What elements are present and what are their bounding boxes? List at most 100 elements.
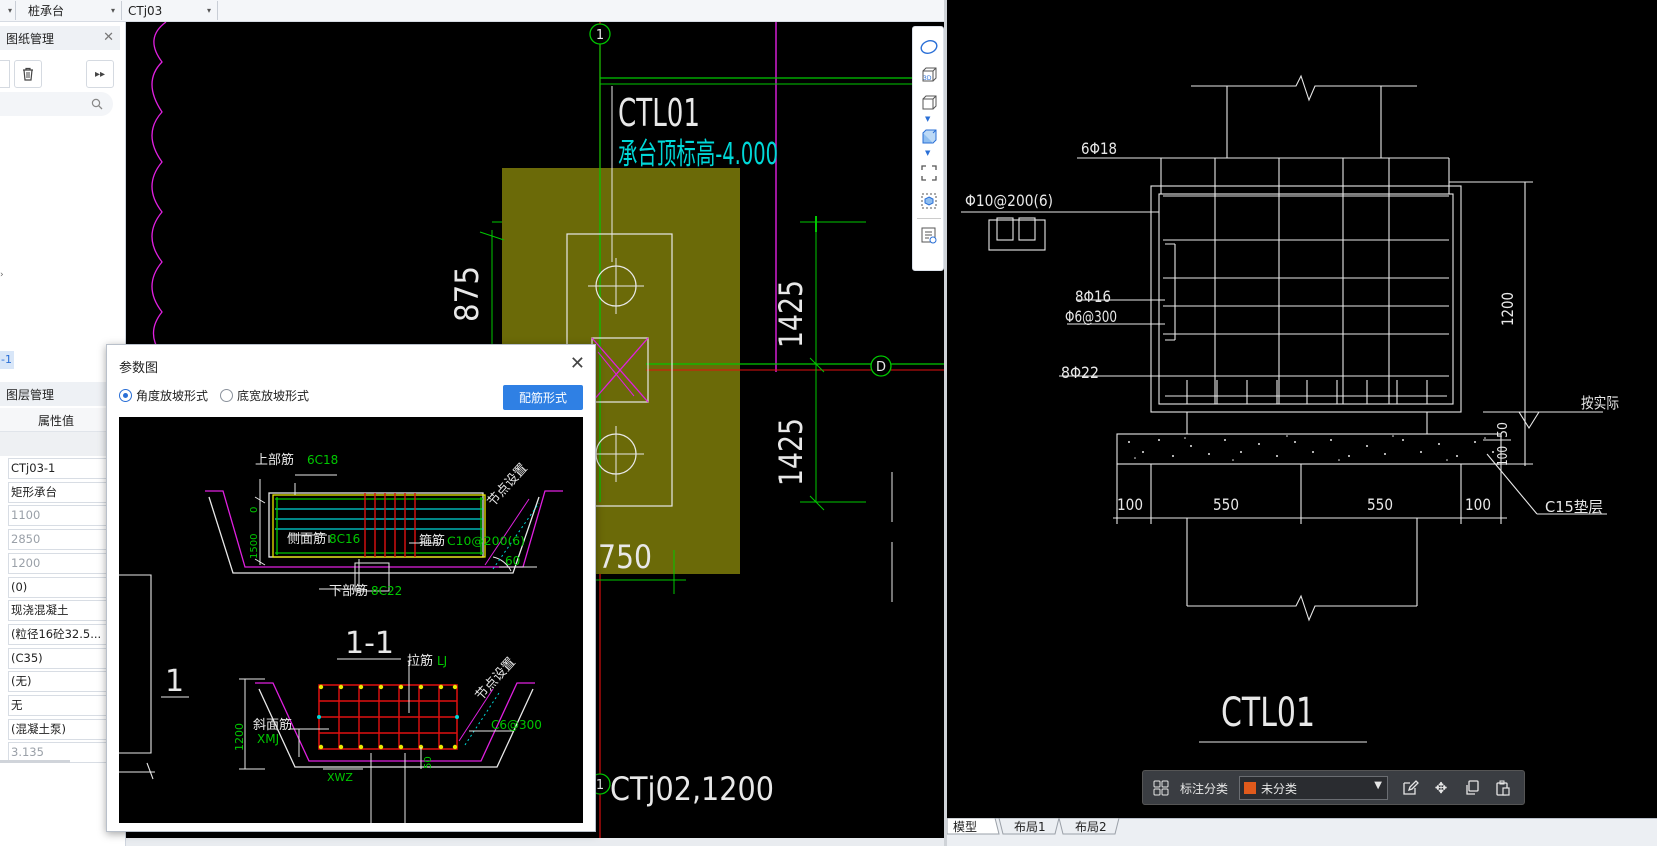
property-value-field[interactable]: (无) (8, 671, 108, 693)
trash-icon (23, 67, 33, 81)
property-value-field[interactable]: 1100 (8, 505, 108, 527)
shaded-view-button[interactable] (917, 125, 941, 149)
orbit-button[interactable] (917, 35, 941, 59)
property-value-field[interactable]: 无 (8, 695, 108, 716)
node-setting-label-bottom: 节点设置 (473, 655, 519, 704)
label-phi6: Φ6@300 (1065, 307, 1117, 326)
side-bar-value: 8C16 (329, 532, 360, 546)
layer-panel-header: 图层管理 (0, 382, 120, 406)
component-type-value: 桩承台 (28, 4, 65, 18)
axis-d-label: D (876, 360, 886, 375)
search-input[interactable] (0, 92, 113, 116)
annotation-category-label: 标注分类 (1180, 782, 1229, 796)
tie-label: 拉筋 (407, 653, 433, 669)
property-value-field[interactable]: (粒径16砼32.5... (8, 623, 108, 645)
combo-prefix[interactable]: ▾ (0, 1, 16, 20)
chevron-down-icon: ▼ (1374, 780, 1382, 791)
property-value-field[interactable]: 现浇混凝土 (8, 600, 108, 622)
dim-50: 50 (423, 756, 434, 769)
view-cube-button[interactable] (917, 91, 941, 115)
color-swatch (1244, 782, 1256, 794)
property-value-field[interactable]: 2850 (8, 529, 108, 551)
top-bar-value: 6C18 (307, 453, 338, 467)
column-header: 属性值 (38, 414, 75, 428)
move-icon[interactable]: ✥ (1434, 779, 1448, 797)
radio-angle-slope[interactable]: 角度放坡形式 (119, 387, 208, 404)
component-name-select[interactable]: CTj03▾ (122, 1, 218, 20)
dim-550-left: 550 (1213, 495, 1239, 514)
search-icon (91, 98, 103, 110)
label-c15: C15垫层 (1545, 498, 1603, 516)
tab-layout-2[interactable]: 布局2 (1075, 820, 1107, 834)
split-divider[interactable] (944, 0, 947, 846)
horizontal-scrollbar[interactable] (0, 760, 70, 763)
orbit-icon (920, 40, 938, 54)
tab-model[interactable]: 模型 (953, 820, 978, 834)
fit-view-button[interactable] (917, 161, 941, 185)
copy-icon[interactable] (1461, 777, 1483, 799)
label-phi10: Φ10@200(6) (965, 191, 1053, 210)
dim-1200: 1200 (233, 723, 246, 751)
collapse-marker[interactable]: › (0, 270, 4, 280)
property-value-field[interactable]: (0) (8, 576, 108, 598)
slope-bar-value: C6@300 (491, 718, 542, 732)
parameter-drawing: 1 (119, 417, 583, 823)
cad-detail-view[interactable]: 6Φ18 Φ10@200(6) 8Φ16 Φ6@300 8Φ22 1200 50… (947, 0, 1657, 846)
close-icon[interactable]: ✕ (569, 353, 585, 374)
add-drawing-button[interactable] (0, 60, 10, 88)
property-value-field[interactable]: CTj03-1 (8, 458, 108, 479)
chevron-down-icon[interactable]: ▼ (925, 115, 931, 123)
detail-drawing: 6Φ18 Φ10@200(6) 8Φ16 Φ6@300 8Φ22 1200 50… (961, 74, 1619, 743)
node-setting-label-top: 节点设置 (485, 461, 531, 510)
grid-icon[interactable] (1150, 777, 1172, 799)
layer-tag[interactable]: -1 (0, 351, 14, 369)
dim-50-right: 50 (1496, 422, 1511, 438)
view-toolbar: 3D ▼ ▼ (912, 26, 944, 271)
section-title: 1-1 (345, 626, 394, 661)
label-6phi18: 6Φ18 (1081, 139, 1117, 158)
label-8phi16: 8Φ16 (1075, 287, 1111, 306)
dim-875: 875 (448, 266, 486, 322)
property-value-field[interactable]: (C35) (8, 647, 108, 669)
cube-3d-icon: 3D (922, 67, 937, 82)
bottom-status-strip (126, 838, 944, 846)
property-value-field[interactable]: 矩形承台 (8, 481, 108, 503)
parameter-dialog: 参数图 ✕ 角度放坡形式 底宽放坡形式 配筋形式 1 (106, 344, 596, 832)
detail-title: CTL01 (1221, 690, 1315, 736)
view-3d-button[interactable]: 3D (917, 63, 941, 87)
radio-unselected-icon (220, 389, 233, 402)
dim-100-right: 100 (1465, 495, 1491, 514)
property-group-row (0, 432, 120, 456)
side-bar-label: 侧面筋 (287, 531, 326, 547)
component-name-value: CTj03 (128, 3, 163, 18)
slope-value: XMJ (257, 732, 279, 746)
property-value-field[interactable]: (混凝土泵) (8, 718, 108, 740)
box-select-icon (921, 193, 937, 209)
dim-1425-top: 1425 (772, 280, 810, 348)
dim-1200-right: 1200 (1498, 292, 1517, 326)
close-icon[interactable]: ✕ (103, 30, 114, 45)
list-eye-icon (921, 227, 937, 244)
stirrup-value: C10@200(6) (447, 534, 525, 548)
svg-text:3D: 3D (923, 75, 932, 82)
tab-layout-1[interactable]: 布局1 (1014, 820, 1046, 834)
more-button[interactable]: ▸▸ (86, 60, 114, 88)
select-view-button[interactable] (917, 189, 941, 213)
radio-selected-icon (119, 389, 132, 402)
dim-1425-bottom: 1425 (772, 418, 810, 486)
reinforcement-form-button[interactable]: 配筋形式 (503, 385, 583, 410)
delete-button[interactable] (14, 60, 42, 88)
layout-tabs-bar: 模型 布局1 布局2 (947, 818, 1657, 846)
toolbar-divider (917, 218, 941, 219)
list-view-button[interactable] (917, 223, 941, 247)
chevron-down-icon[interactable]: ▼ (925, 149, 931, 157)
component-type-select[interactable]: 桩承台▾ (22, 1, 122, 20)
annotation-category-select[interactable]: 未分类 ▼ (1239, 776, 1388, 800)
edit-icon[interactable] (1399, 777, 1421, 799)
angle-label: 60 (505, 554, 520, 568)
property-value-field[interactable]: 1200 (8, 552, 108, 574)
radio-width-slope[interactable]: 底宽放坡形式 (220, 387, 309, 404)
paste-icon[interactable] (1492, 777, 1514, 799)
cube-shaded-icon (922, 129, 937, 144)
xwz-label: XWZ (327, 771, 353, 784)
